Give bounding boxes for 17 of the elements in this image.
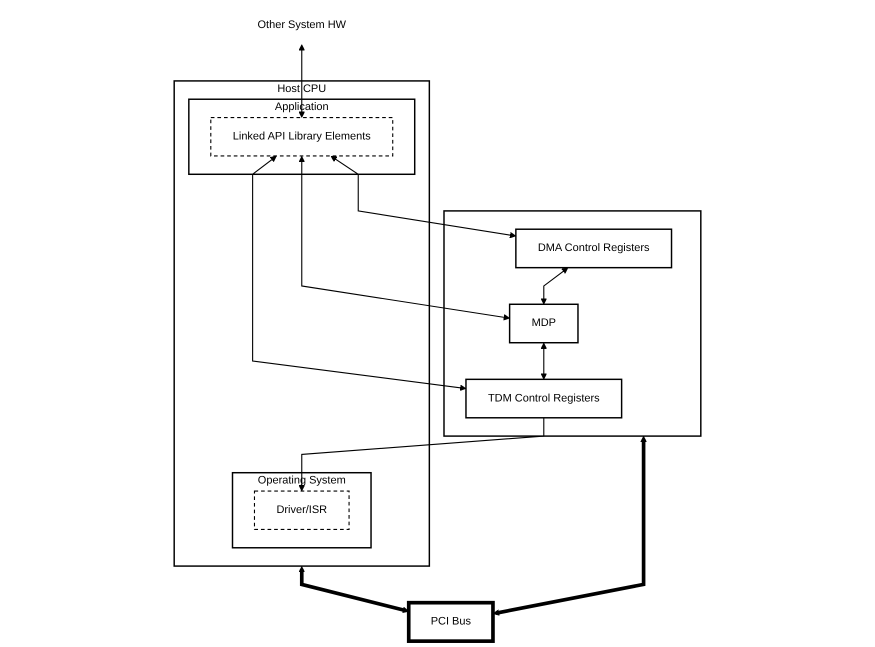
arrow [252,156,466,391]
node-box: DMA Control Registers [515,228,672,268]
node-box: PCI Bus [406,600,495,643]
node-box: Linked API Library Elements [210,116,394,157]
node-text: Other System HW [258,18,346,31]
arrow [492,436,647,616]
arrow [298,156,510,320]
arrow [540,342,548,380]
node-box: TDM Control Registers [465,378,622,419]
cluster [443,210,702,437]
arrow [540,268,568,305]
node-box: MDP [508,304,579,344]
arrow [330,156,516,238]
arrow [298,566,410,614]
arrow [298,44,305,118]
arrow [298,418,544,492]
node-box: Driver/ISR [254,490,350,530]
